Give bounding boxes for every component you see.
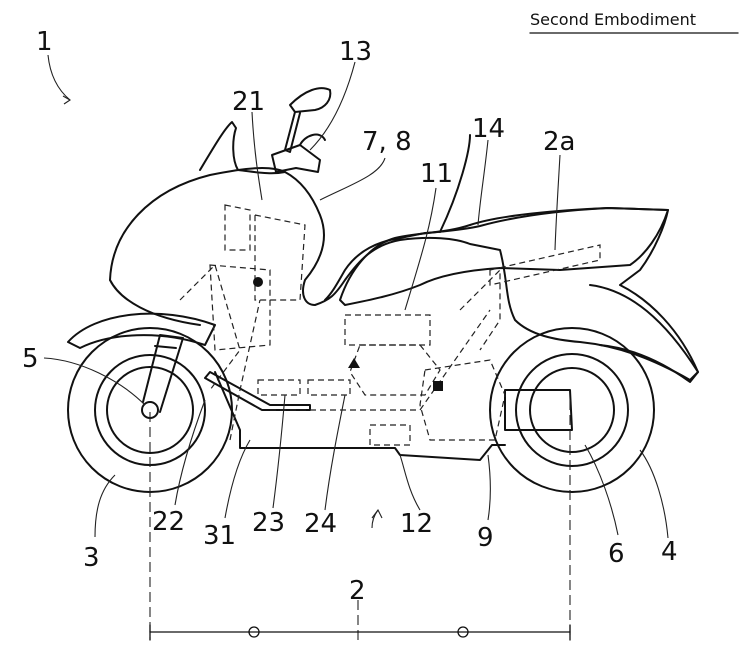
label-14: 14 — [472, 114, 505, 144]
label-11: 11 — [420, 159, 453, 189]
label-1: 1 — [36, 27, 53, 57]
label-7-8: 7, 8 — [362, 127, 412, 157]
triangle-marker — [348, 358, 360, 368]
label-6: 6 — [608, 539, 625, 569]
leader-lines — [43, 54, 669, 539]
figure-title: Second Embodiment — [530, 10, 696, 29]
rear-body — [589, 284, 699, 383]
windscreen — [199, 121, 239, 171]
square-marker — [433, 381, 443, 391]
label-9: 9 — [477, 523, 494, 553]
floor-panel — [214, 371, 506, 461]
label-22: 22 — [152, 507, 185, 537]
circle-marker — [253, 277, 263, 287]
front-fork — [142, 334, 184, 413]
internal-components — [179, 204, 601, 446]
label-5: 5 — [22, 344, 39, 374]
handlebar-assembly — [271, 87, 332, 173]
label-3: 3 — [83, 543, 100, 573]
label-12: 12 — [400, 509, 433, 539]
seat-edge — [439, 134, 471, 233]
label-13: 13 — [339, 37, 372, 67]
label-23: 23 — [252, 508, 285, 538]
front-body — [109, 167, 699, 381]
front-apron-line — [109, 279, 201, 326]
label-24: 24 — [304, 509, 337, 539]
label-21: 21 — [232, 87, 265, 117]
seat — [339, 207, 669, 306]
label-4: 4 — [661, 537, 678, 567]
swing-arm — [504, 389, 573, 431]
label-2: 2 — [349, 576, 366, 606]
wheelbase-dimension — [149, 624, 571, 641]
front-wheel — [67, 327, 233, 493]
label-2a: 2a — [543, 127, 575, 157]
handle-cover — [237, 169, 286, 175]
rear-wheel — [489, 327, 655, 493]
label-31: 31 — [203, 521, 236, 551]
front-fender — [67, 312, 216, 349]
